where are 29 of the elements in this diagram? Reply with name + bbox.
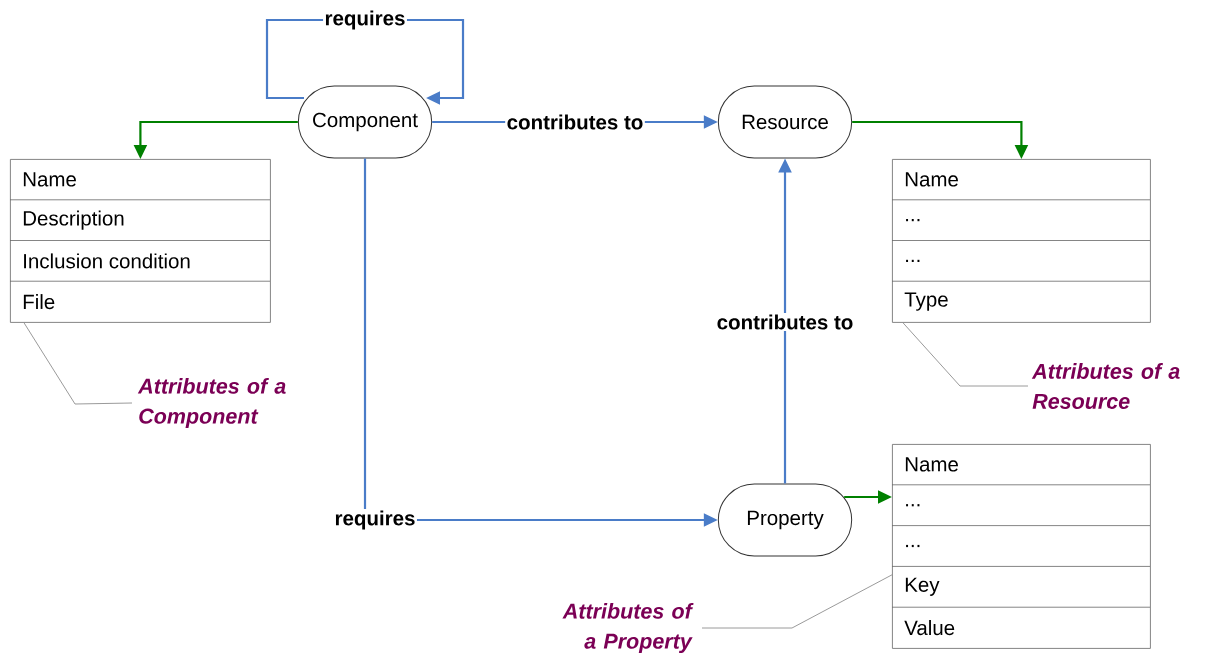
process-pill: Component bbox=[297, 85, 433, 159]
process-pill: Resource bbox=[717, 85, 853, 159]
attribute-text: Type bbox=[904, 292, 948, 311]
attribute-text: ... bbox=[906, 259, 920, 262]
attribute-table bbox=[9, 159, 271, 323]
attribute-text: Name bbox=[23, 172, 76, 187]
edge-label: contributes to bbox=[505, 113, 645, 132]
annotation-text: Attributes of a Component bbox=[137, 378, 286, 429]
leader-line bbox=[902, 322, 1029, 387]
attribute-text: ... bbox=[906, 504, 920, 507]
attribute-text: File bbox=[23, 294, 55, 310]
attribute-text: Name bbox=[905, 172, 958, 187]
leader-line bbox=[23, 322, 133, 405]
attribute-text: Inclusion condition bbox=[24, 253, 190, 269]
edge-label: contributes to bbox=[715, 313, 855, 332]
edge-label: requires bbox=[323, 8, 407, 32]
attribute-text: ... bbox=[906, 219, 920, 222]
attribute-table bbox=[891, 444, 1151, 649]
attribute-text: ... bbox=[906, 544, 920, 548]
attribute-text: Key bbox=[905, 577, 940, 596]
process-pill: Property bbox=[717, 483, 853, 557]
annotation-text: Attributes of a Property bbox=[562, 603, 694, 654]
edge-label: requires bbox=[333, 508, 417, 532]
attribute-text: Value bbox=[904, 620, 955, 636]
attribute-text: Description bbox=[23, 210, 124, 230]
annotation-text: Attributes of a Resource bbox=[1031, 363, 1180, 409]
attribute-table bbox=[891, 159, 1151, 323]
leader-line bbox=[701, 574, 893, 629]
attribute-text: Name bbox=[905, 457, 958, 472]
